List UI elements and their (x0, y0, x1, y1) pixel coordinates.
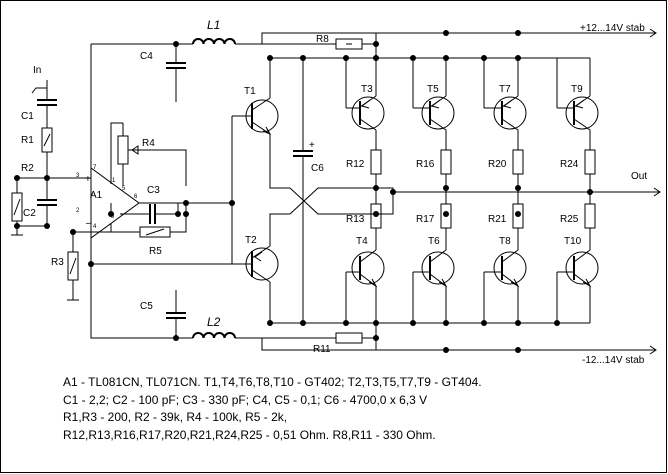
note-line: R12,R13,R16,R17,R20,R21,R24,R25 - 0,51 O… (63, 427, 436, 442)
note-line: R1,R3 - 200, R2 - 39k, R4 - 100k, R5 - 2… (63, 410, 288, 424)
label-c6: C6 (311, 163, 324, 174)
label-t10: T10 (564, 236, 582, 247)
resistor-r12 (370, 149, 382, 175)
pin-5: 5 (122, 186, 126, 192)
crossover (289, 187, 380, 215)
label-t7: T7 (499, 84, 511, 95)
label-t5: T5 (427, 84, 439, 95)
label-r1: R1 (21, 135, 34, 146)
label-r11: R11 (313, 344, 331, 355)
label-r17: R17 (416, 214, 435, 225)
label-t9: T9 (571, 84, 583, 95)
resistor-r11 (335, 332, 363, 344)
transistor-t7 (484, 80, 527, 135)
opamp-plus: + (85, 174, 91, 185)
note-line: A1 - TL081CN, TL071CN. T1,T4,T6,T8,T10 -… (63, 375, 482, 389)
resistor-r24 (584, 149, 596, 175)
label-t6: T6 (428, 236, 440, 247)
label-r3: R3 (51, 257, 64, 268)
transistor-t2 (245, 213, 290, 323)
label-r13: R13 (346, 214, 365, 225)
c6-plus: + (309, 140, 315, 151)
feedback-network (67, 122, 232, 301)
inductor-l2 (192, 332, 236, 339)
inductor-l1 (192, 38, 236, 45)
output-columns (345, 58, 596, 323)
resistor-r16 (440, 149, 452, 175)
label-c2: C2 (23, 208, 36, 219)
junction-dots (14, 30, 593, 353)
pin-7: 7 (93, 165, 97, 171)
supply-negative-label: -12...14V stab (582, 355, 645, 366)
transistor-t8 (484, 244, 527, 300)
pin-6: 6 (134, 194, 138, 200)
label-c5: C5 (140, 301, 153, 312)
driver-bias (231, 115, 246, 265)
label-r24: R24 (560, 159, 579, 170)
resistor-r20 (512, 149, 524, 175)
label-a1: A1 (90, 190, 103, 201)
label-r16: R16 (416, 159, 435, 170)
output-label: Out (631, 171, 647, 182)
label-r2: R2 (21, 163, 34, 174)
negative-rail (90, 300, 657, 355)
label-c3: C3 (147, 185, 160, 196)
label-t2: T2 (245, 235, 257, 246)
output-arrow (653, 187, 661, 197)
label-c1: C1 (21, 111, 34, 122)
label-r5: R5 (149, 246, 162, 257)
label-r20: R20 (488, 159, 507, 170)
label-t3: T3 (361, 84, 373, 95)
label-t4: T4 (356, 236, 368, 247)
label-l2: L2 (207, 315, 221, 329)
label-t1: T1 (244, 86, 256, 97)
label-r4: R4 (142, 138, 155, 149)
transistor-t5 (413, 80, 455, 135)
component-notes: A1 - TL081CN, TL071CN. T1,T4,T6,T8,T10 -… (63, 374, 482, 444)
opamp-minus: – (86, 218, 92, 229)
capacitor-c5 (166, 290, 186, 338)
pin-8: 8 (111, 214, 115, 220)
capacitor-c4 (166, 44, 186, 102)
note-line: C1 - 2,2; C2 - 100 pF; C3 - 330 pF; C4, … (63, 392, 428, 407)
label-c4: C4 (140, 51, 153, 62)
pin-4: 4 (93, 224, 97, 230)
transistor-t6 (413, 244, 455, 300)
label-r8: R8 (316, 34, 329, 45)
capacitor-c6 (293, 58, 313, 323)
supply-positive-label: +12...14V stab (580, 23, 645, 34)
pin-3: 3 (76, 173, 80, 179)
transistor-t10 (557, 244, 599, 300)
label-r25: R25 (560, 214, 579, 225)
input-network (11, 80, 91, 236)
transistor-t9 (557, 80, 599, 135)
transistor-t1 (245, 58, 290, 189)
input-label: In (33, 65, 41, 76)
label-r21: R21 (488, 214, 507, 225)
pin-1: 1 (112, 178, 116, 184)
label-l1: L1 (207, 18, 220, 32)
resistor-r25 (584, 203, 596, 229)
label-r12: R12 (346, 159, 365, 170)
transistor-t4 (346, 244, 385, 300)
opamp-a1 (90, 44, 140, 323)
resistor-r4 (117, 135, 129, 165)
label-t8: T8 (499, 236, 511, 247)
pin-2: 2 (76, 208, 80, 214)
